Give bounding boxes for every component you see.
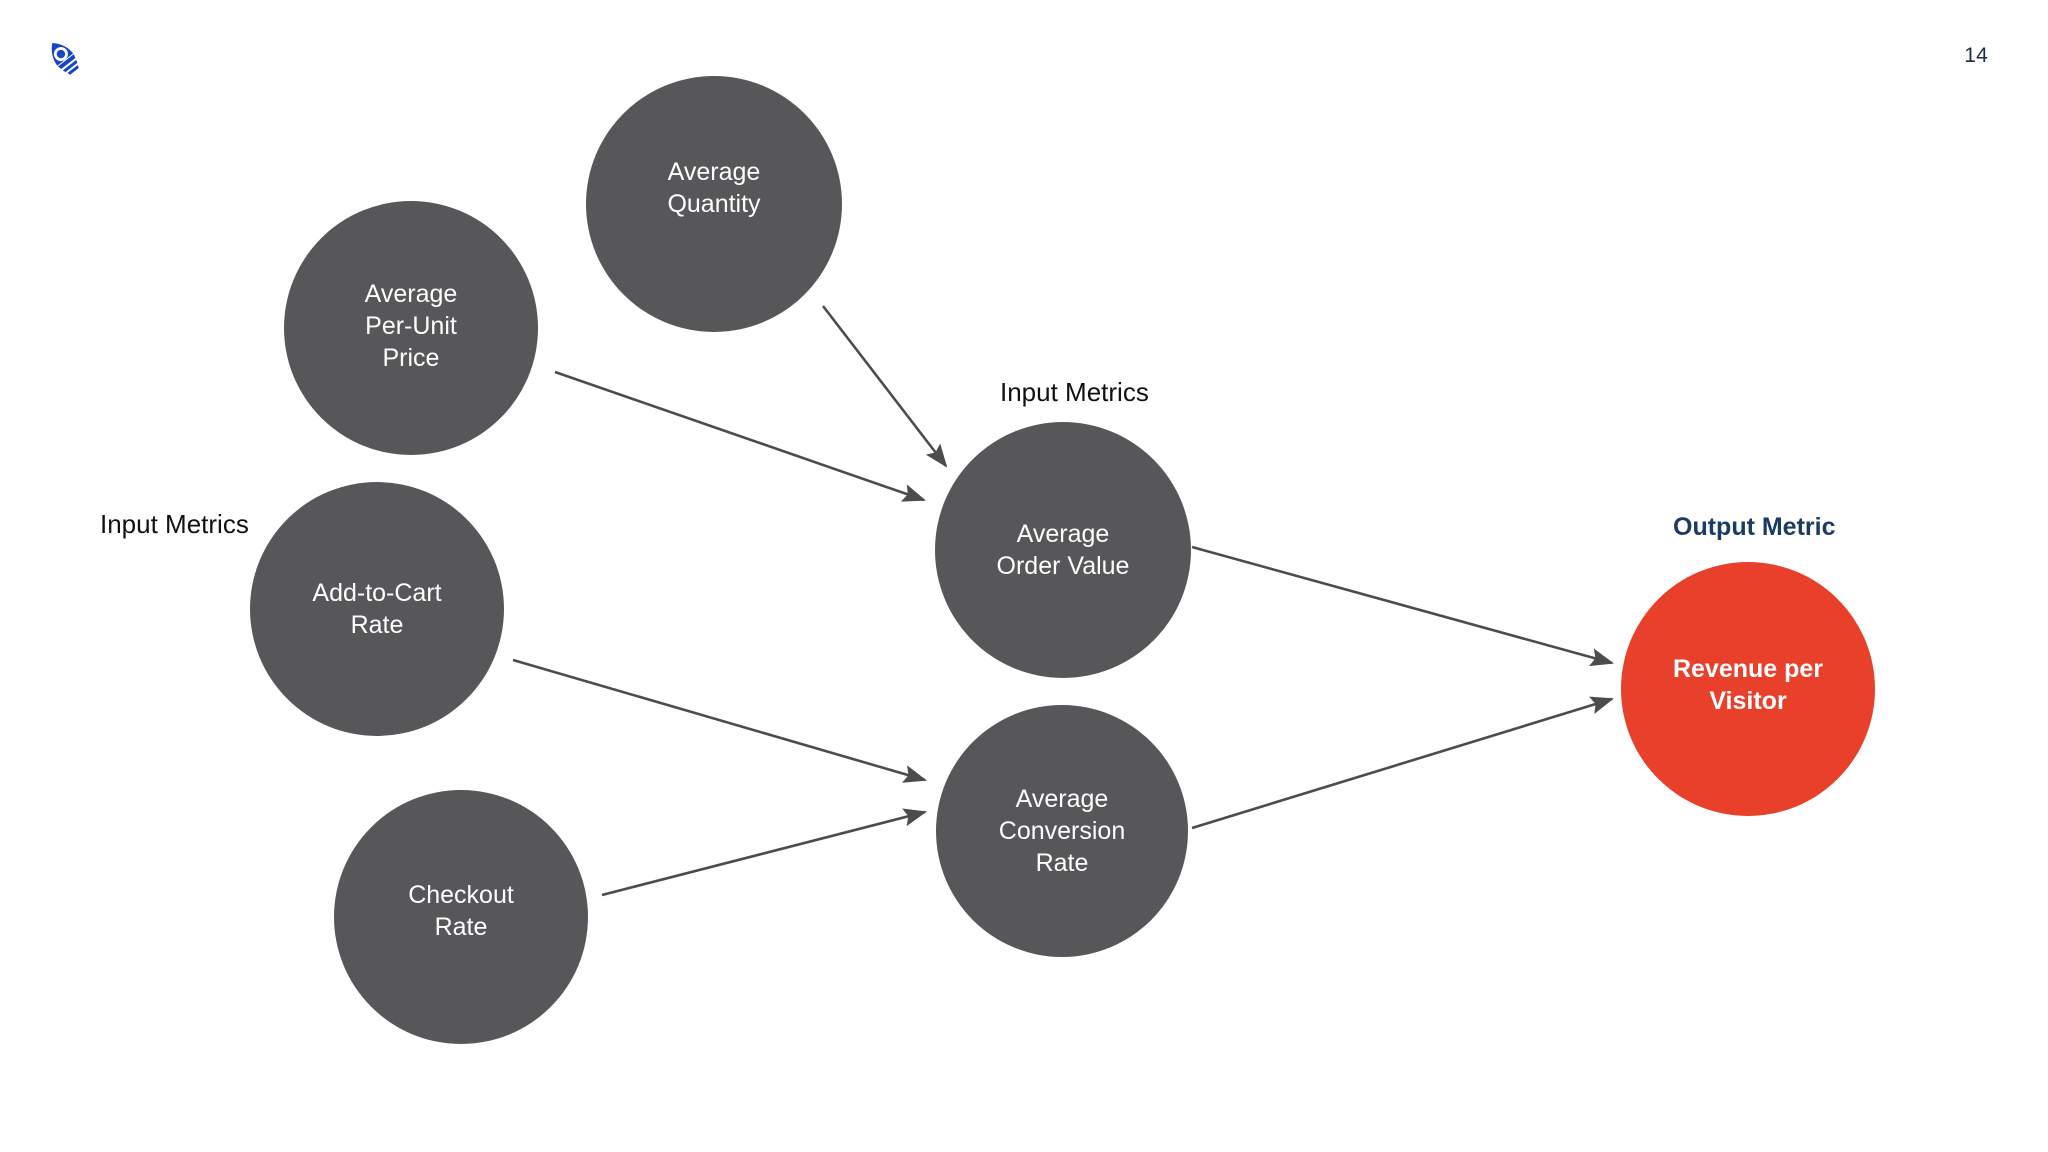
edge-checkout-to-conversion-rate <box>601 808 928 897</box>
edge-quantity-to-order-value <box>821 305 948 468</box>
node-average-order-value[interactable]: Average Order Value <box>935 422 1191 678</box>
node-average-conversion-rate[interactable]: Average Conversion Rate <box>936 705 1188 957</box>
node-label-average-order-value: Average Order Value <box>996 520 1130 580</box>
node-average-per-unit-price[interactable]: Average Per-Unit Price <box>284 201 538 455</box>
caption-input-metrics-left: Input Metrics <box>100 509 249 539</box>
rocket-logo-icon <box>40 34 88 82</box>
node-label-add-to-cart-rate: Add-to-Cart Rate <box>312 579 442 639</box>
node-average-quantity[interactable]: Average Quantity <box>586 76 842 332</box>
edge-add-to-cart-to-conversion-rate <box>512 658 927 783</box>
node-label-revenue-per-visitor: Revenue per Visitor <box>1672 655 1824 715</box>
edge-conversion-rate-to-revenue <box>1191 696 1614 830</box>
node-label-average-quantity: Average Quantity <box>667 158 761 218</box>
caption-output-metric: Output Metric <box>1673 513 1836 541</box>
node-add-to-cart-rate[interactable]: Add-to-Cart Rate <box>250 482 504 736</box>
caption-input-metrics-center: Input Metrics <box>1000 377 1149 407</box>
node-label-average-per-unit-price: Average Per-Unit Price <box>364 280 458 372</box>
edge-order-value-to-revenue <box>1191 545 1615 667</box>
node-label-average-conversion-rate: Average Conversion Rate <box>998 785 1126 877</box>
node-label-checkout-rate: Checkout Rate <box>408 881 514 941</box>
page-number: 14 <box>1964 44 1988 67</box>
node-checkout-rate[interactable]: Checkout Rate <box>334 790 588 1044</box>
edge-per-unit-price-to-order-value <box>554 370 926 502</box>
node-revenue-per-visitor[interactable]: Revenue per Visitor <box>1621 562 1875 816</box>
